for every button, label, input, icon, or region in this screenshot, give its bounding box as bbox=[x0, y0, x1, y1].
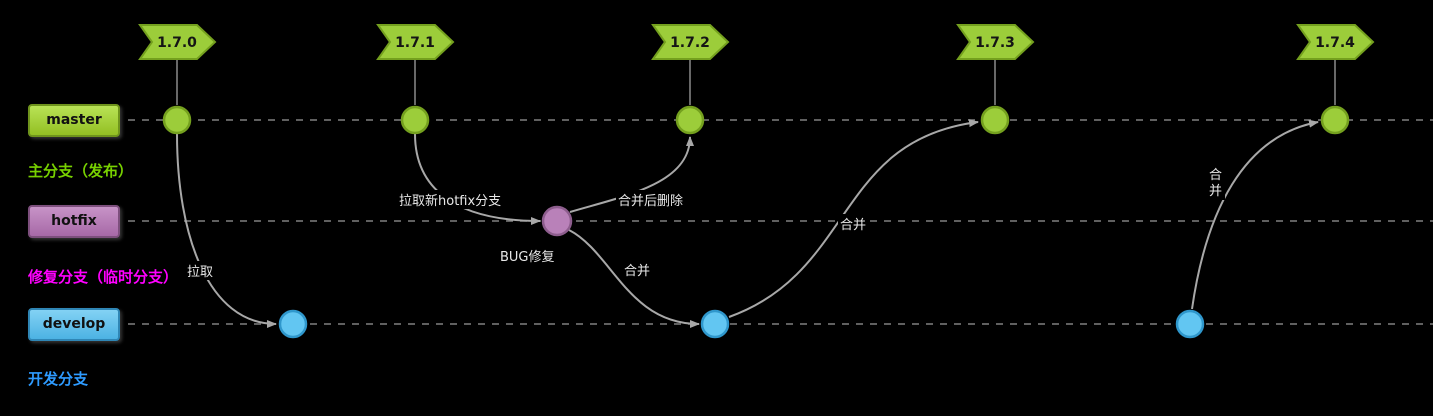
commit-node-develop bbox=[278, 309, 308, 339]
tag-flag-shape bbox=[376, 24, 455, 60]
edge-label-pull-hotfix: 拉取新hotfix分支 bbox=[397, 190, 504, 209]
commit-node-hotfix bbox=[541, 205, 573, 237]
branch-description-hotfix: 修复分支（临时分支） bbox=[28, 268, 179, 286]
tag-flag-shape bbox=[138, 24, 217, 60]
edge-label-merge-master-2: 合并 bbox=[1206, 168, 1225, 200]
commit-node-develop bbox=[1175, 309, 1205, 339]
tag-label: 1.7.0 bbox=[157, 35, 197, 51]
commit-node-master bbox=[675, 105, 705, 135]
tag-label: 1.7.4 bbox=[1315, 35, 1355, 51]
edge-label-merge-delete: 合并后删除 bbox=[616, 190, 686, 209]
edge-label-merge-develop: 合并 bbox=[622, 260, 653, 279]
edge-label-merge-master: 合并 bbox=[838, 214, 869, 233]
commit-node-master bbox=[400, 105, 430, 135]
branch-label-hotfix: hotfix bbox=[28, 205, 120, 238]
commit-node-master bbox=[1320, 105, 1350, 135]
branch-description-master: 主分支（发布） bbox=[28, 162, 134, 180]
edge-merge-to-master bbox=[728, 119, 979, 318]
release-tag: 1.7.3 bbox=[956, 24, 1035, 105]
commit-node-develop bbox=[700, 309, 730, 339]
release-tag: 1.7.2 bbox=[651, 24, 730, 105]
branch-label-master: master bbox=[28, 104, 120, 137]
edge-merge-delete-to-master bbox=[569, 136, 694, 213]
tag-flag-shape bbox=[956, 24, 1035, 60]
tag-label: 1.7.1 bbox=[395, 35, 435, 51]
edge-label-pull: 拉取 bbox=[185, 261, 216, 280]
commit-node-master bbox=[980, 105, 1010, 135]
release-tag: 1.7.0 bbox=[138, 24, 217, 105]
branch-description-develop: 开发分支 bbox=[28, 370, 89, 388]
release-tag: 1.7.1 bbox=[376, 24, 455, 105]
tag-flag-shape bbox=[1296, 24, 1375, 60]
edge-label-bug-fix: BUG修复 bbox=[498, 246, 557, 265]
tag-flag-shape bbox=[651, 24, 730, 60]
tag-label: 1.7.2 bbox=[670, 35, 710, 51]
edge-pull-to-develop bbox=[176, 133, 277, 328]
edge-merge-to-master-2 bbox=[1191, 119, 1319, 310]
release-tag: 1.7.4 bbox=[1296, 24, 1375, 105]
tag-label: 1.7.3 bbox=[975, 35, 1015, 51]
branch-label-develop: develop bbox=[28, 308, 120, 341]
commit-node-master bbox=[162, 105, 192, 135]
edge-merge-to-develop bbox=[568, 229, 700, 328]
